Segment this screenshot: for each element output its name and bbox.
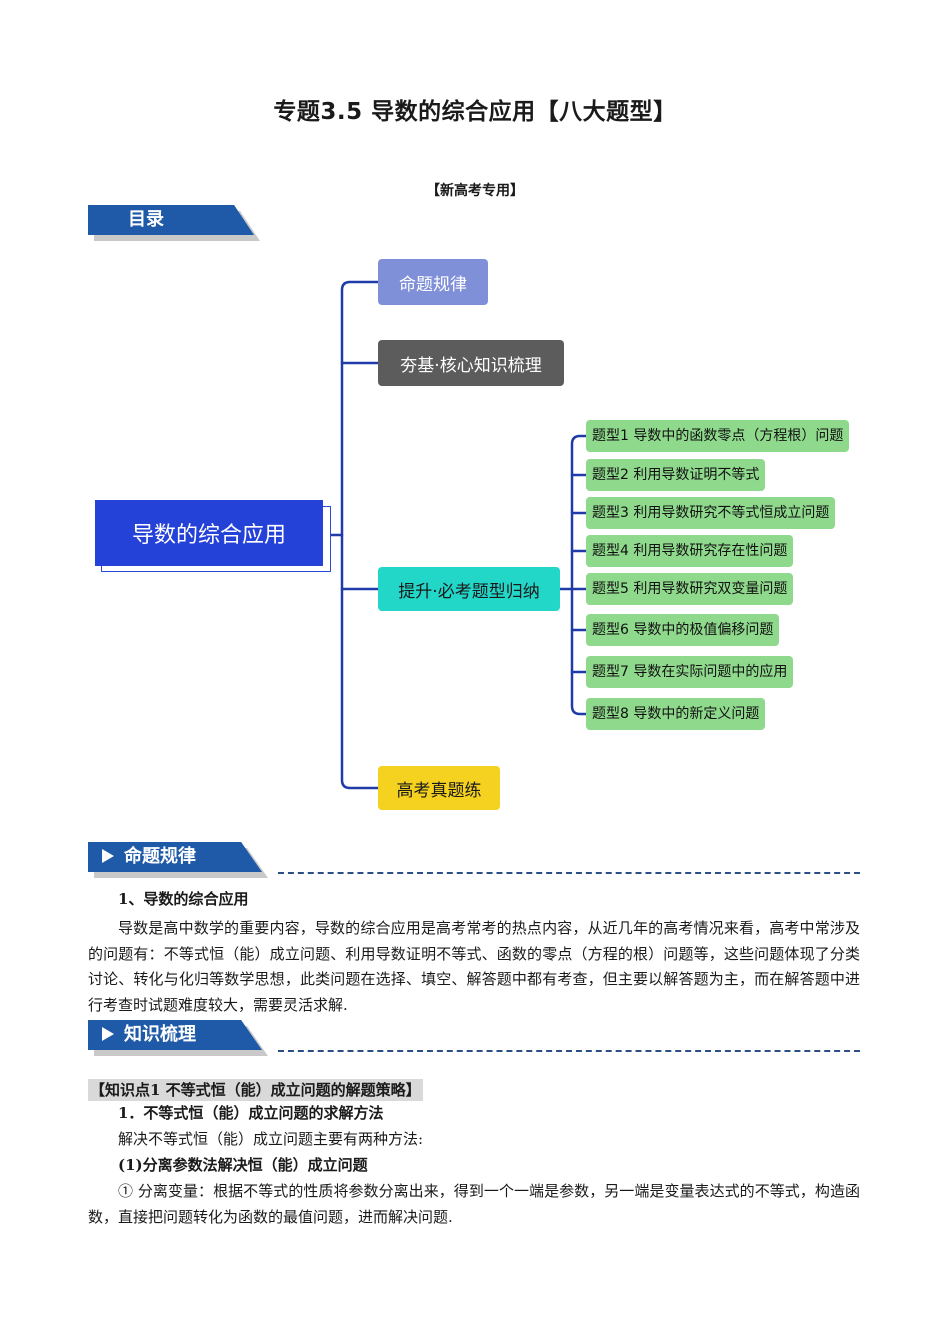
mindmap-root-label: 导数的综合应用 — [95, 500, 323, 566]
mindmap-leaf-2: 题型2 利用导数证明不等式 — [586, 459, 766, 491]
mindmap-leaf-5: 题型5 利用导数研究双变量问题 — [586, 573, 794, 605]
play-arrow-icon — [102, 849, 114, 863]
knowledge-heading-1: 1．不等式恒（能）成立问题的求解方法 — [118, 1104, 384, 1122]
page-subtitle: 【新高考专用】 — [426, 183, 524, 199]
mindmap-branch-question-types: 提升·必考题型归纳 — [378, 567, 560, 611]
mindmap-branch-exam-practice: 高考真题练 — [378, 766, 500, 810]
mindmap-leaf-7: 题型7 导数在实际问题中的应用 — [586, 656, 794, 688]
rules-divider — [278, 872, 860, 874]
knowledge-heading-2: (1)分离参数法解决恒（能）成立问题 — [118, 1156, 368, 1174]
knowledge-point-label: 【知识点1 不等式恒（能）成立问题的解题策略】 — [88, 1079, 423, 1101]
mindmap-leaf-3: 题型3 利用导数研究不等式恒成立问题 — [586, 497, 836, 529]
mindmap-leaf-8: 题型8 导数中的新定义问题 — [586, 698, 766, 730]
page-title: 专题3.5 导数的综合应用【八大题型】 — [273, 99, 677, 125]
knowledge-banner-label: 知识梳理 — [124, 1024, 196, 1045]
rules-heading: 1、导数的综合应用 — [118, 890, 249, 908]
mindmap-branch-core-knowledge: 夯基·核心知识梳理 — [378, 340, 564, 386]
connector-leaf-trunk — [570, 434, 588, 716]
mindmap-leaf-4: 题型4 利用导数研究存在性问题 — [586, 535, 794, 567]
toc-banner: 目录 — [88, 205, 260, 241]
mindmap-branch-rules: 命题规律 — [378, 259, 488, 305]
rules-paragraph: 导数是高中数学的重要内容，导数的综合应用是高考常考的热点内容，从近几年的高考情况… — [88, 919, 860, 1014]
connector-trunk — [340, 280, 380, 790]
play-arrow-icon — [102, 1027, 114, 1041]
mindmap-root: 导数的综合应用 — [95, 500, 331, 574]
knowledge-divider — [278, 1050, 860, 1052]
rules-banner: 命题规律 — [88, 842, 268, 878]
mindmap-leaf-1: 题型1 导数中的函数零点（方程根）问题 — [586, 420, 850, 452]
toc-banner-label: 目录 — [88, 205, 254, 235]
knowledge-banner: 知识梳理 — [88, 1020, 268, 1056]
knowledge-paragraph: ① 分离变量：根据不等式的性质将参数分离出来，得到一个一端是参数，另一端是变量表… — [88, 1182, 860, 1226]
knowledge-line-1: 解决不等式恒（能）成立问题主要有两种方法: — [118, 1130, 424, 1148]
rules-banner-label: 命题规律 — [124, 846, 196, 867]
mindmap-leaf-6: 题型6 导数中的极值偏移问题 — [586, 614, 780, 646]
